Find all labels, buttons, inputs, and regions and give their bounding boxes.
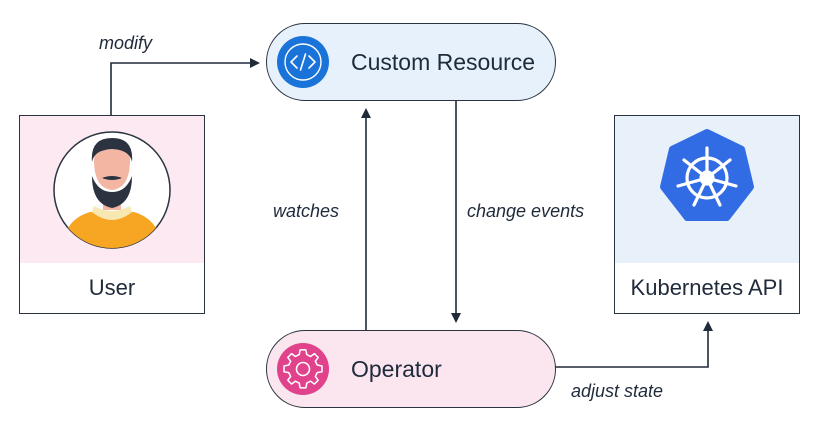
edge-label-modify: modify (99, 33, 153, 53)
avatar-icon (53, 131, 171, 249)
code-icon (277, 36, 329, 88)
edge-modify (110, 58, 260, 115)
gear-icon (277, 343, 329, 395)
custom-resource-label: Custom Resource (351, 48, 536, 75)
kubernetes-logo-panel (615, 116, 799, 265)
edge-label-adjust-state: adjust state (571, 381, 664, 401)
kubernetes-api-node: Kubernetes API (614, 115, 800, 314)
operator-label: Operator (351, 355, 442, 382)
user-node: User (19, 115, 205, 314)
user-avatar-panel (20, 116, 204, 265)
edge-label-change-events: change events (467, 201, 585, 221)
edge-adjust-state (554, 321, 713, 368)
kubernetes-helm-icon (660, 129, 754, 221)
operator-node: Operator (266, 330, 556, 408)
user-label: User (20, 263, 204, 313)
kubernetes-api-label: Kubernetes API (615, 263, 799, 313)
edge-label-watches: watches (273, 201, 340, 221)
custom-resource-node: Custom Resource (266, 23, 556, 101)
